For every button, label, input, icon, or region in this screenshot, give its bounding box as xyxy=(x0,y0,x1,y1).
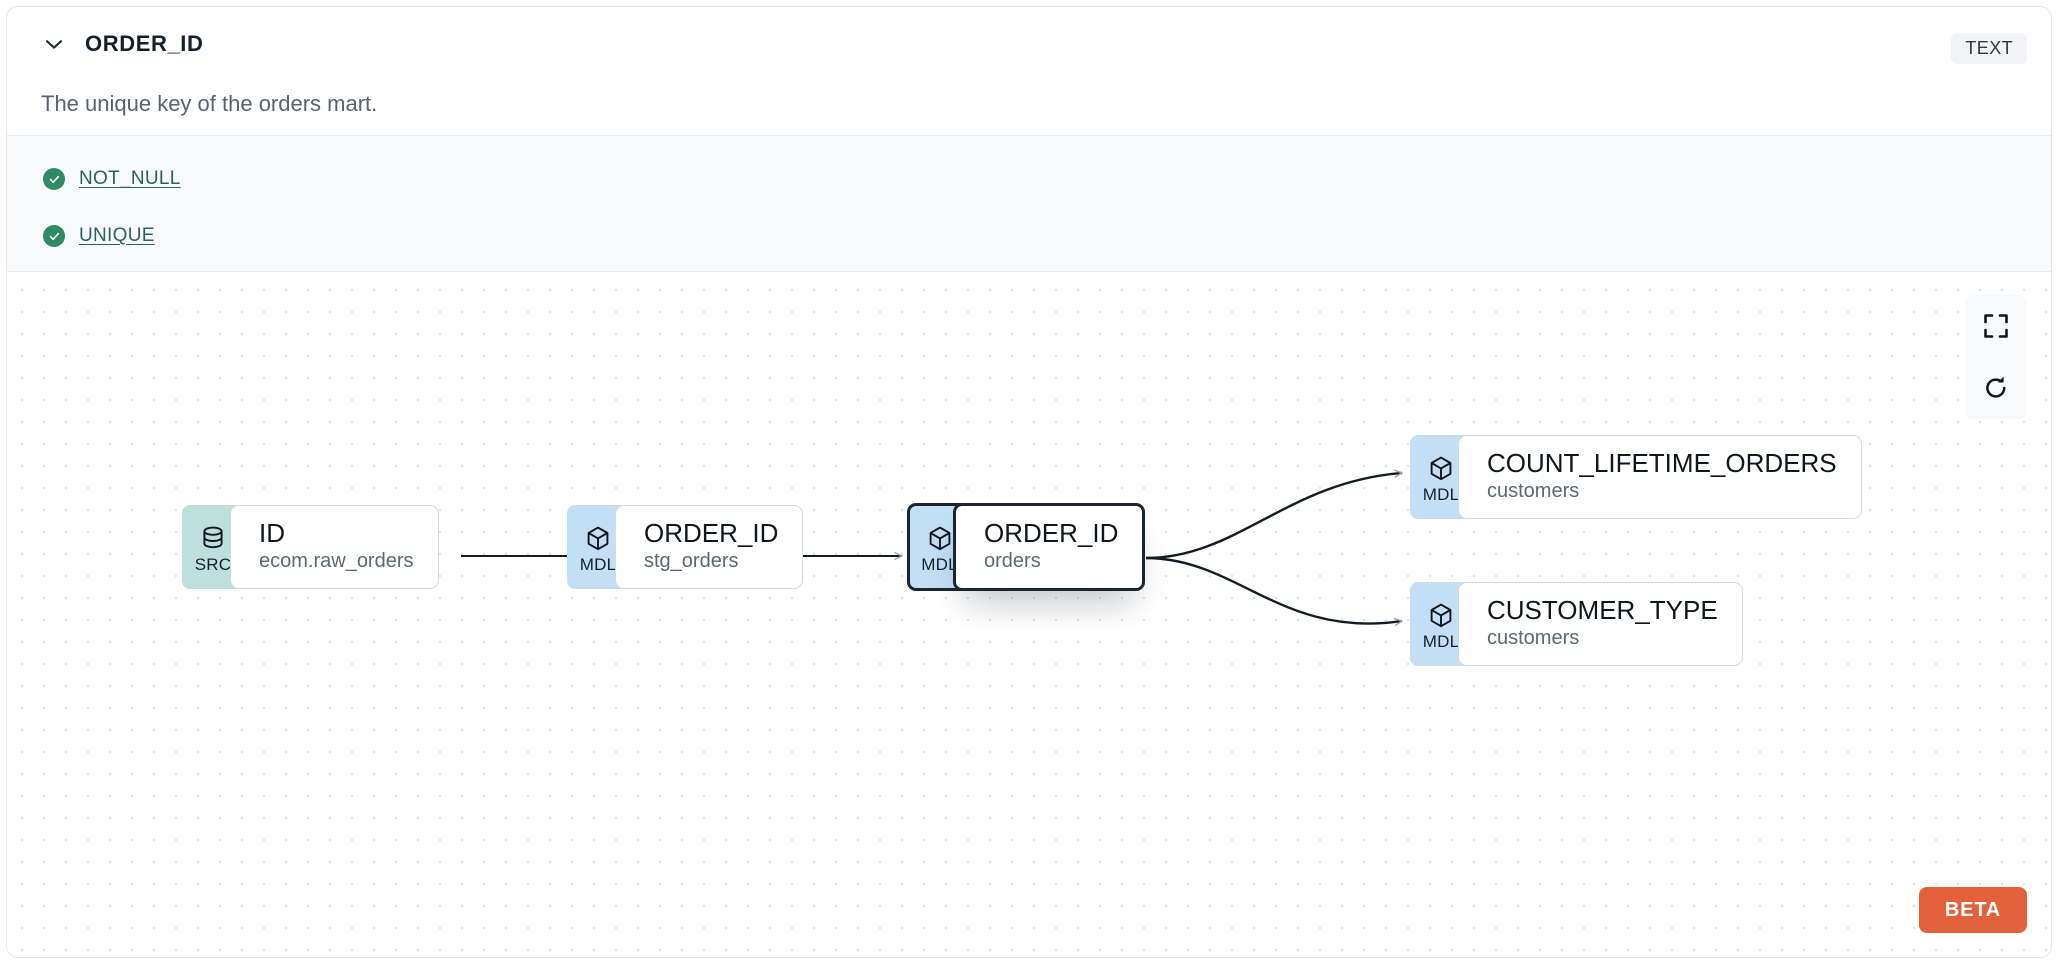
cube-icon xyxy=(584,525,612,555)
lineage-node-customer-type[interactable]: MDL CUSTOMER_TYPE customers xyxy=(1410,582,1743,667)
chevron-down-icon[interactable] xyxy=(41,31,67,57)
column-description: The unique key of the orders mart. xyxy=(41,91,378,116)
test-row[interactable]: UNIQUE xyxy=(7,215,2051,257)
node-body: CUSTOMER_TYPE customers xyxy=(1458,582,1743,667)
node-resource-name: ecom.raw_orders xyxy=(259,550,414,573)
node-column-name: COUNT_LIFETIME_ORDERS xyxy=(1487,448,1837,478)
node-resource-name: customers xyxy=(1487,480,1580,503)
node-resource-name: customers xyxy=(1487,627,1580,650)
node-column-name: ID xyxy=(259,518,285,548)
edge-orders-to-count-lifetime-orders xyxy=(1145,469,1403,560)
node-badge-label: MDL xyxy=(579,555,617,575)
node-badge-label: MDL xyxy=(921,555,958,575)
header-title-row: ORDER_ID xyxy=(41,31,204,57)
test-row[interactable]: NOT_NULL xyxy=(7,158,2051,200)
node-body: ORDER_ID stg_orders xyxy=(615,505,804,590)
panel-header: ORDER_ID TEXT xyxy=(7,7,2051,85)
node-column-name: ORDER_ID xyxy=(644,518,779,548)
fit-view-icon[interactable] xyxy=(1965,295,2027,357)
lineage-edges xyxy=(461,469,1403,626)
lineage-node-count-lifetime-orders[interactable]: MDL COUNT_LIFETIME_ORDERS customers xyxy=(1410,435,1862,520)
node-body: COUNT_LIFETIME_ORDERS customers xyxy=(1458,435,1862,520)
node-resource-name: stg_orders xyxy=(644,550,739,573)
node-column-name: ORDER_ID xyxy=(984,518,1119,548)
node-body: ORDER_ID orders xyxy=(953,503,1146,592)
cube-icon xyxy=(926,525,954,555)
check-circle-icon xyxy=(43,168,65,190)
cube-icon xyxy=(1427,602,1455,632)
lineage-canvas[interactable]: SRC ID ecom.raw_orders xyxy=(7,273,2051,957)
panel-card: ORDER_ID TEXT The unique key of the orde… xyxy=(6,6,2052,958)
node-resource-name: orders xyxy=(984,550,1041,573)
check-circle-icon xyxy=(43,225,65,247)
node-badge-label: MDL xyxy=(1422,632,1460,652)
edge-orders-to-customer-type xyxy=(1145,556,1403,626)
lineage-node-orders-order-id[interactable]: MDL ORDER_ID orders xyxy=(907,503,1146,592)
test-link-unique[interactable]: UNIQUE xyxy=(79,225,155,246)
node-badge-label: MDL xyxy=(1422,485,1460,505)
node-column-name: CUSTOMER_TYPE xyxy=(1487,595,1718,625)
database-icon xyxy=(199,525,227,555)
cube-icon xyxy=(1427,455,1455,485)
data-type-badge[interactable]: TEXT xyxy=(1951,33,2027,64)
page-title: ORDER_ID xyxy=(85,31,204,56)
canvas-controls xyxy=(1965,295,2027,419)
beta-badge[interactable]: BETA xyxy=(1918,887,2027,933)
lineage-node-src-id[interactable]: SRC ID ecom.raw_orders xyxy=(182,505,439,590)
refresh-icon[interactable] xyxy=(1965,357,2027,419)
node-badge-label: SRC xyxy=(194,555,232,575)
lineage-node-stg-order-id[interactable]: MDL ORDER_ID stg_orders xyxy=(567,505,804,590)
tests-section: NOT_NULL UNIQUE xyxy=(7,135,2051,272)
node-body: ID ecom.raw_orders xyxy=(230,505,439,590)
test-link-not-null[interactable]: NOT_NULL xyxy=(79,168,181,189)
